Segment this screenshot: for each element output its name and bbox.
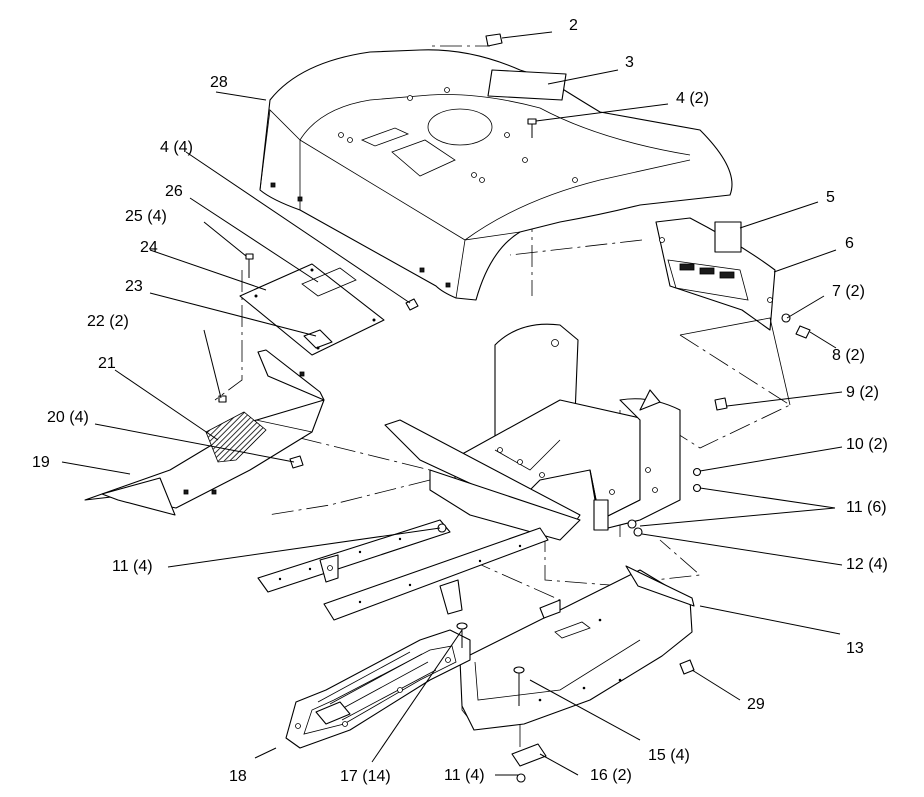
callout-7: 7 (2) [832,283,865,300]
callout-11-4-bottom: 11 (4) [444,767,485,784]
side-rail-right [323,527,549,621]
fastener-7-8 [781,313,811,339]
bolt-25 [245,253,254,278]
fender-pan-28 [259,49,733,301]
decal-3 [487,69,567,101]
callout-10: 10 (2) [846,436,888,453]
nuts-10-11-12 [627,467,702,537]
callout-12: 12 (4) [846,556,888,573]
clip-16 [511,743,547,767]
callout-9: 9 (2) [846,384,879,401]
bracket-6 [655,217,776,331]
bolt-22 [218,395,227,403]
callout-5: 5 [826,189,835,206]
callout-8: 8 (2) [832,347,865,364]
callout-15: 15 (4) [648,747,690,764]
spacer-20 [289,455,304,469]
callout-3: 3 [625,54,634,71]
callout-20: 20 (4) [47,409,89,426]
leader-lines [61,31,843,776]
side-rail-left [257,519,451,593]
callout-23: 23 [125,278,143,295]
callout-25: 25 (4) [125,208,167,225]
callout-2: 2 [569,17,578,34]
callout-11-6: 11 (6) [846,499,887,516]
plug-29 [679,659,695,675]
callout-18: 18 [229,768,247,785]
callout-16: 16 (2) [590,767,632,784]
callout-4-2: 4 (2) [676,90,709,107]
screw-4a [527,118,537,138]
callout-29: 29 [747,696,765,713]
callout-28: 28 [210,74,228,91]
screw-17 [456,622,468,648]
frame-assembly [384,323,681,541]
callout-13: 13 [846,640,864,657]
nut-11c [516,773,526,783]
callout-24: 24 [140,239,158,256]
callout-19: 19 [32,454,50,471]
callout-21: 21 [98,355,116,372]
cover-outline [679,317,791,406]
callout-22: 22 (2) [87,313,129,330]
callout-11-4-left: 11 (4) [112,558,153,575]
grip-pad-21 [205,411,267,463]
callout-26: 26 [165,183,183,200]
clip-2 [485,33,503,47]
push-nut-4b [405,298,419,311]
floor-mat-18 [285,629,471,749]
callout-4-4: 4 (4) [160,139,193,156]
step-19 [84,349,325,516]
callout-6: 6 [845,235,854,252]
spacer-9 [714,397,728,411]
bolt-15 [513,666,525,706]
callout-17: 17 (14) [340,768,391,785]
